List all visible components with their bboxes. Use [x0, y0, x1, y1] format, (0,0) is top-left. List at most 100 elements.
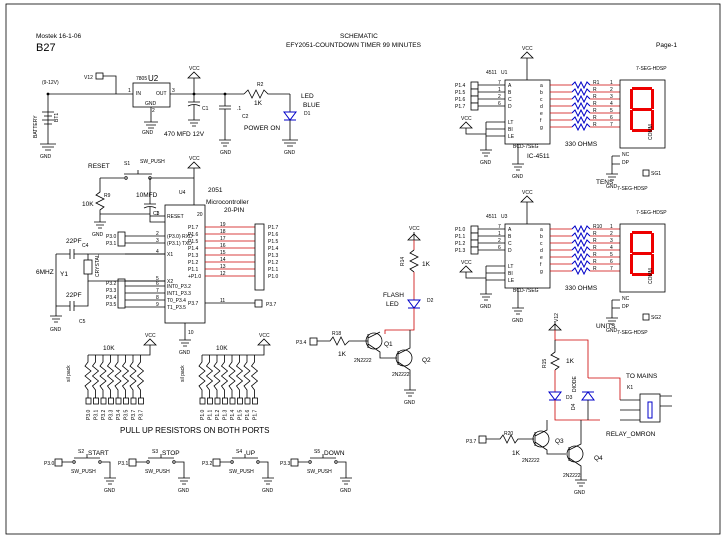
q1-part: 2N2222: [354, 358, 372, 364]
button-type: SW_PUSH: [145, 469, 170, 475]
segment-resistor-label: R: [593, 115, 597, 121]
vcc-label: VCC: [189, 66, 200, 72]
decoder-out-pin: e: [540, 111, 543, 117]
decoder-input-label: P1.0: [455, 227, 466, 233]
pullup-pin: [199, 397, 206, 405]
segment-resistor-label: R: [593, 238, 597, 244]
mcu-pin-name: (P3.1) TXD: [167, 241, 192, 247]
reg-out: OUT: [156, 91, 167, 97]
decoder-part: 4511: [486, 70, 497, 76]
c4-label: C4: [82, 243, 89, 249]
segment: [632, 87, 652, 90]
segment: [651, 110, 654, 130]
button-port: P3.3: [280, 461, 291, 467]
svg-text:6: 6: [498, 101, 501, 107]
segment-resistor-label: R: [593, 252, 597, 258]
button-port-connector: [290, 458, 299, 467]
decoder-pin-name: C: [508, 241, 512, 247]
port1-label: P1.0: [268, 274, 279, 280]
button-ref: S4: [236, 449, 242, 455]
relay-driver: V12 R15 1K D3 DIODE D4 TO MAINS K1 RELAY…: [466, 313, 672, 496]
button-gnd: GND: [340, 488, 352, 494]
d2-label: D2: [427, 298, 434, 304]
s1-type: SW_PUSH: [140, 159, 165, 165]
svg-text:1: 1: [498, 231, 501, 237]
display-nc: NC: [622, 152, 630, 158]
mcu-pin-name: INT0_P3.2: [167, 284, 191, 290]
port1-label: P1.6: [268, 232, 279, 238]
p35-label: P3.5: [106, 302, 117, 308]
pullup-pin: [123, 397, 129, 405]
sheet-border: [5, 3, 721, 535]
drawing-code: B27: [36, 42, 56, 54]
gnd-label: GND: [512, 174, 524, 180]
flash-led-label: LED: [386, 301, 399, 308]
r18-label: R18: [332, 331, 341, 337]
mcu-pin-number: 9: [156, 302, 159, 308]
button-port-connector: [212, 458, 221, 467]
p37-label: P3.7: [266, 302, 277, 308]
segment-resistor: [571, 80, 591, 90]
pullup-port-label: P1.0: [200, 409, 206, 420]
mcu-pin-number: 15: [220, 250, 226, 256]
segment: [632, 129, 652, 132]
gnd-label: GND: [284, 150, 296, 156]
v12-label: V12: [84, 75, 93, 81]
pullup-pin: [138, 397, 144, 405]
pullup-port-label: P3.5: [124, 409, 130, 420]
vcc-label: VCC: [522, 190, 533, 196]
decoder-out-pin: d: [540, 248, 543, 254]
segment: [651, 89, 654, 109]
segment-resistor: [571, 245, 591, 255]
p34-connector: [309, 337, 318, 346]
decoder-pin-name: D: [508, 104, 512, 110]
q2-part: 2N2222: [392, 372, 410, 378]
decoder-ref: U1: [501, 70, 508, 76]
relay-body: [639, 393, 661, 423]
crystal-freq: 6MHZ: [36, 269, 54, 276]
mcu-pin-name: T1_P3.5: [167, 305, 186, 311]
button-gnd: GND: [178, 488, 190, 494]
display-label: UNITS: [596, 323, 616, 330]
reg-gnd: GND: [145, 101, 157, 107]
c3-label: C3: [153, 211, 160, 217]
decoder-ref: U3: [501, 214, 508, 220]
flash-label: FLASH: [383, 292, 404, 299]
resistor-value: 330 OHMS: [565, 285, 598, 292]
decoder-name: IC-4511: [527, 153, 550, 160]
company-text: Mostek 16-1-06: [36, 33, 82, 40]
pullup-pin: [214, 397, 221, 405]
vcc-symbol: [520, 51, 534, 59]
mcu-pin-number: 2: [156, 231, 159, 237]
pullup-resistor: [198, 355, 206, 398]
display-part2: 7-SEG-HDSP: [617, 330, 648, 336]
mcu-desc2: 20-PIN: [224, 207, 245, 214]
gnd-label: GND: [179, 350, 191, 356]
pullup-resistor: [235, 355, 244, 398]
mcu-pin-name: (P3.0) RXD: [167, 234, 193, 240]
crystal-circuit: 6MHZ Y1 CRYSTAL 22PF C4 22PF C5 GND: [36, 238, 165, 333]
segment-resistor-label: R10: [593, 224, 602, 230]
r18-value: 1K: [338, 351, 347, 358]
svg-text:6: 6: [610, 259, 613, 265]
p34-label: P3.4: [106, 295, 117, 301]
mcu-pin-number: 8: [156, 295, 159, 301]
gnd-label: GND: [574, 490, 586, 496]
d4-label: D4: [571, 403, 577, 410]
mcu-pin-name: P1.2: [188, 260, 199, 266]
page-number: Page-1: [656, 42, 677, 49]
segment-resistor: [571, 252, 591, 262]
mcu-pin-number: 3: [156, 238, 159, 244]
segment-resistor: [571, 94, 591, 104]
battery-label: BATTERY: [33, 115, 39, 138]
svg-text:5: 5: [610, 252, 613, 258]
